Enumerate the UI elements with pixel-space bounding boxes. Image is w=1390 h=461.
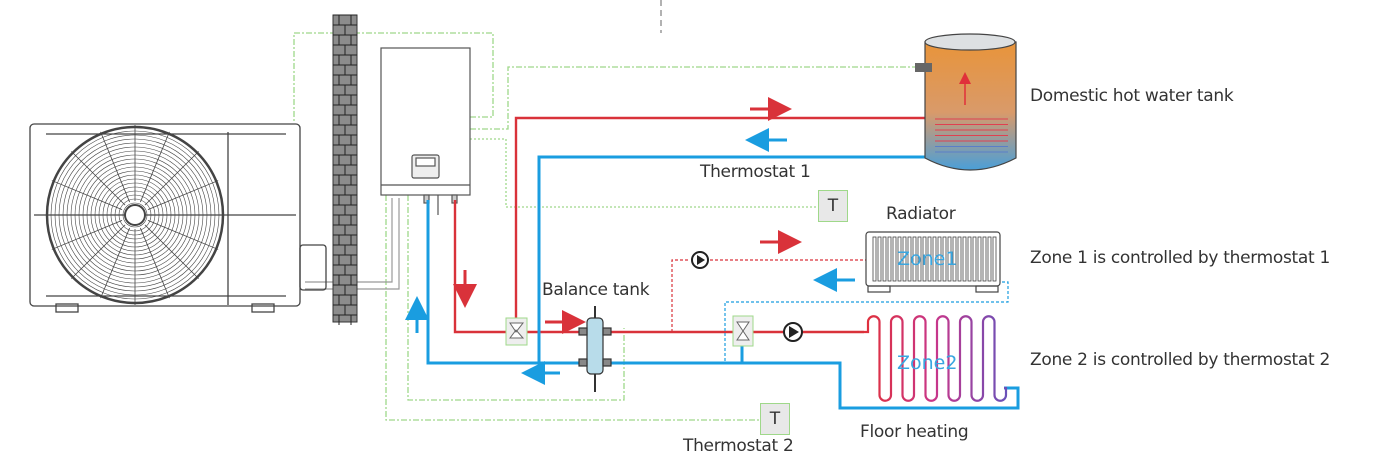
brick-wall [332,14,358,325]
zone1-label: Zone1 [897,248,958,270]
thermostat1-label: Thermostat 1 [700,162,811,182]
balance-tank-label: Balance tank [542,280,650,300]
pump-icon [691,251,709,269]
domestic-hot-water-tank [915,33,1017,171]
hot-water-pipes [453,116,930,334]
zone2-label: Zone2 [897,352,958,374]
floor-heating-label: Floor heating [860,422,969,442]
thermostat2-icon: T [760,403,790,435]
floor-heating-coil [864,315,1008,402]
zone2-description: Zone 2 is controlled by thermostat 2 [1030,350,1331,370]
thermostat1-icon: T [818,190,848,222]
radiator [865,231,1001,293]
fan-icon [45,125,225,305]
outdoor-unit [29,123,327,313]
radiator-label: Radiator [886,204,956,224]
tank-sensor [915,63,932,72]
cold-water-pipes [426,155,1020,410]
thermostat2-label: Thermostat 2 [683,436,794,456]
pump-icon [783,322,803,342]
three-way-valve-icon [505,317,528,346]
dhw-tank-label: Domestic hot water tank [1030,86,1234,106]
indoor-unit [380,47,471,215]
three-way-valve-icon [732,315,754,347]
zone1-description: Zone 1 is controlled by thermostat 1 [1030,248,1331,268]
balance-tank [578,306,612,392]
flow-arrows [405,97,855,385]
